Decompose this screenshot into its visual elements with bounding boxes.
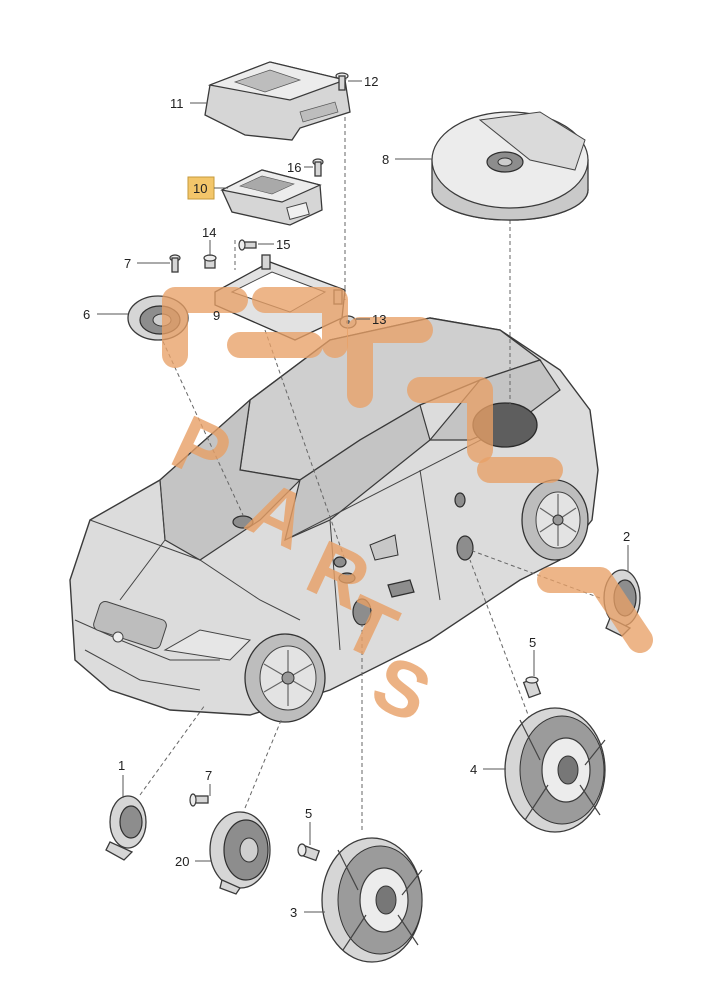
part-8-subwoofer xyxy=(431,111,589,221)
part-4-door-speaker xyxy=(504,707,606,833)
front-wheel xyxy=(244,633,326,723)
part-15-screw xyxy=(238,239,257,251)
callout-11: 11 xyxy=(170,96,184,111)
callout-1: 1 xyxy=(118,758,125,773)
part-20-speaker xyxy=(209,811,271,895)
part-10-control-unit xyxy=(220,169,323,226)
callout-9: 9 xyxy=(213,308,220,323)
part-7-screw-top xyxy=(169,254,181,273)
callout-8: 8 xyxy=(382,152,389,167)
callouts: 1 2 3 4 5 5 6 7 7 8 9 10 11 xyxy=(83,74,630,920)
part-12-screw xyxy=(335,72,349,91)
callout-7-bottom: 7 xyxy=(205,768,212,783)
rear-wheel xyxy=(521,479,589,561)
part-5-screw-bottom xyxy=(297,843,321,862)
part-11-amplifier-cover xyxy=(204,61,351,141)
callout-10: 10 xyxy=(193,181,207,196)
part-1-speaker xyxy=(105,795,147,861)
callout-7-top: 7 xyxy=(124,256,131,271)
callout-2: 2 xyxy=(623,529,630,544)
part-14-nut xyxy=(203,254,217,269)
callout-15: 15 xyxy=(276,237,290,252)
callout-4: 4 xyxy=(470,762,477,777)
part-3-door-speaker xyxy=(321,837,423,963)
callout-12: 12 xyxy=(364,74,378,89)
callout-5-bottom: 5 xyxy=(305,806,312,821)
callout-16: 16 xyxy=(287,160,301,175)
callout-14: 14 xyxy=(202,225,216,240)
callout-5-right: 5 xyxy=(529,635,536,650)
part-7-screw-bottom xyxy=(189,793,209,807)
callout-13: 13 xyxy=(372,312,386,327)
part-5-screw-right xyxy=(522,676,542,699)
callout-3: 3 xyxy=(290,905,297,920)
part-16-screw xyxy=(312,158,324,177)
callout-20: 20 xyxy=(175,854,189,869)
car-illustration xyxy=(69,317,599,723)
callout-6: 6 xyxy=(83,307,90,322)
